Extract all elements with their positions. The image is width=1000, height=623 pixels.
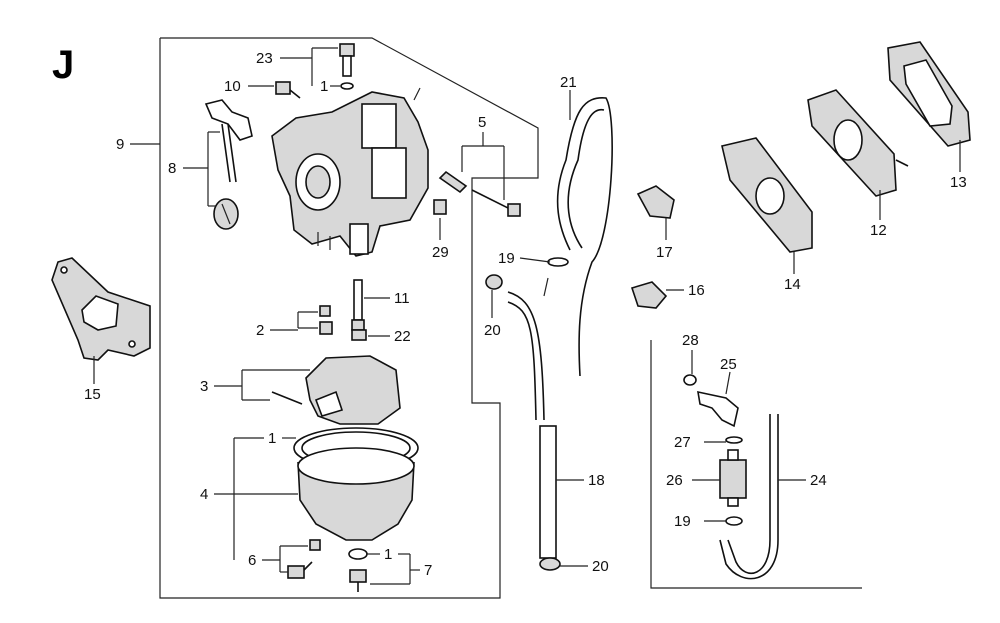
callout-3: 3 [200, 378, 208, 395]
fuel-tube-21 [556, 97, 613, 377]
callout-23: 23 [256, 50, 273, 67]
callout-1-gasket: 1 [268, 430, 276, 447]
callout-20-upper: 20 [484, 322, 501, 339]
callout-14: 14 [784, 276, 801, 293]
callout-1-washer: 1 [384, 546, 392, 563]
section-letter: J [52, 43, 74, 87]
callout-27: 27 [674, 434, 691, 451]
callout-8: 8 [168, 160, 176, 177]
callout-2: 2 [256, 322, 264, 339]
screw-10 [275, 81, 301, 99]
callout-18: 18 [588, 472, 605, 489]
drain-bolt-6 [287, 539, 321, 579]
insulator-gasket-15 [51, 257, 151, 361]
tube-clamp-16 [630, 281, 668, 309]
callout-21: 21 [560, 74, 577, 91]
fuel-tube-24 [719, 414, 779, 580]
callout-26: 26 [666, 472, 683, 489]
callout-28: 28 [682, 332, 699, 349]
callout-29: 29 [432, 244, 449, 261]
clip-27 [725, 436, 743, 444]
fuel-filter-26 [719, 449, 747, 507]
callout-9: 9 [116, 136, 124, 153]
drain-screw-set-2 [319, 305, 333, 335]
callout-16: 16 [688, 282, 705, 299]
main-nozzle-11 [351, 279, 365, 331]
callout-22: 22 [394, 328, 411, 345]
callout-5: 5 [478, 114, 486, 131]
callout-24: 24 [810, 472, 827, 489]
callout-labels: 9 8 10 23 1 5 29 11 22 2 3 1 4 6 1 7 21 … [84, 50, 967, 579]
callout-4: 4 [200, 486, 208, 503]
leader-lines [93, 47, 961, 585]
main-jet-22 [351, 329, 367, 341]
float-3 [271, 355, 401, 425]
callout-17: 17 [656, 244, 673, 261]
pilot-screw-spring-5 [438, 170, 521, 217]
clip-28 [683, 374, 697, 386]
clip-20-lower [539, 557, 561, 571]
carburetor-body [271, 87, 429, 257]
callout-1-top: 1 [320, 78, 328, 95]
clip-19-lower [725, 516, 743, 526]
callout-11: 11 [394, 290, 410, 307]
choke-lever-8 [204, 99, 253, 230]
fuel-tube-25 [697, 390, 739, 428]
air-cleaner-gasket-13 [887, 41, 971, 147]
insulator-12 [807, 89, 909, 197]
fuel-tube-18 [539, 425, 557, 559]
carburetor-assembly-boundary [159, 37, 539, 599]
callout-12: 12 [870, 222, 887, 239]
fuel-tube-upper-20 [507, 291, 545, 421]
callout-6: 6 [248, 552, 256, 569]
callout-20-lower: 20 [592, 558, 609, 575]
float-chamber-4 [293, 427, 419, 541]
callout-19-lower: 19 [674, 513, 691, 530]
fuel-filter-group-boundary [650, 340, 862, 589]
callout-15: 15 [84, 386, 101, 403]
callout-25: 25 [720, 356, 737, 373]
clip-20-upper [485, 274, 503, 290]
callout-10: 10 [224, 78, 241, 95]
clip-19-upper [547, 257, 569, 267]
tube-clamp-17 [636, 185, 675, 219]
callout-19-upper: 19 [498, 250, 515, 267]
screw-23 [339, 43, 355, 90]
callout-13: 13 [950, 174, 967, 191]
carburetor-gasket-14 [721, 137, 813, 253]
jet-29 [433, 199, 447, 215]
callout-7: 7 [424, 562, 432, 579]
float-chamber-bolt-7 [348, 548, 368, 592]
